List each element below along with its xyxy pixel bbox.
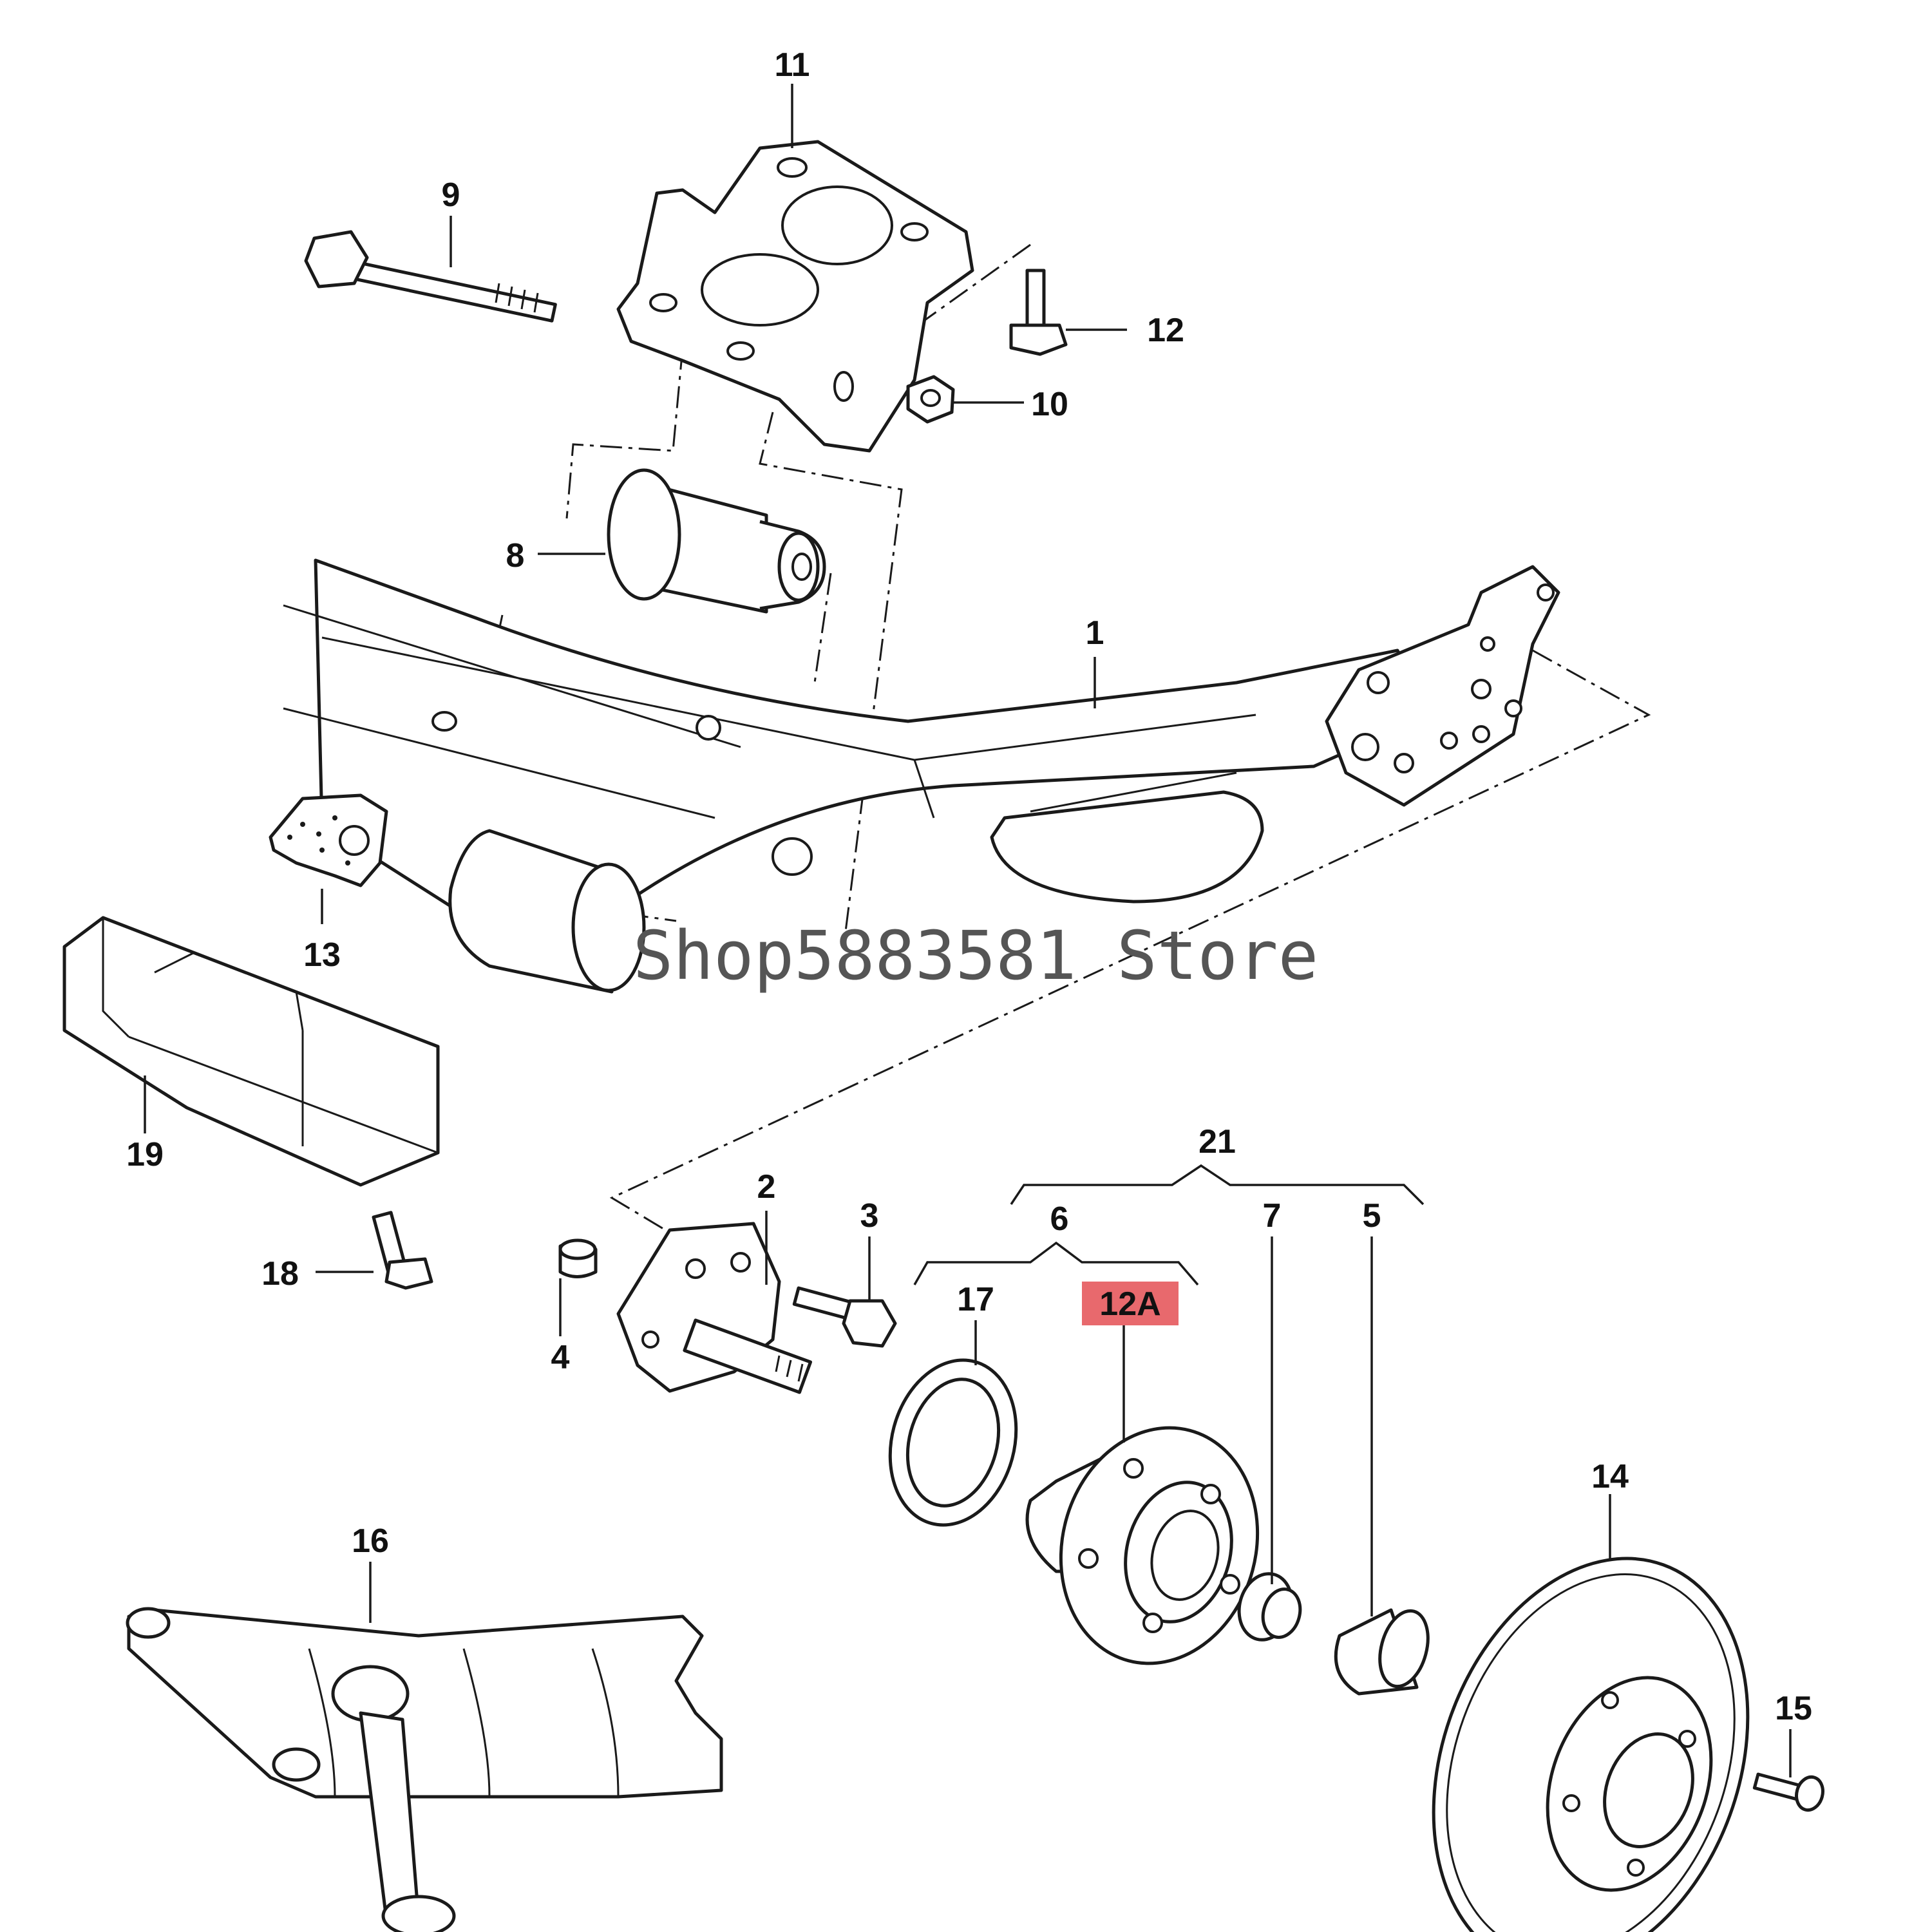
label-11: 11 bbox=[775, 46, 810, 84]
part-11-mounting-bracket bbox=[616, 140, 974, 453]
part-17-abs-tone-ring bbox=[888, 1358, 1018, 1527]
leader-lines bbox=[144, 84, 1792, 1777]
part-10-nut bbox=[906, 375, 955, 424]
part-13-bump-stop bbox=[269, 793, 388, 887]
label-2: 2 bbox=[757, 1168, 776, 1206]
part-12-bolt bbox=[1009, 269, 1068, 356]
label-12: 12 bbox=[1147, 312, 1184, 349]
part-labels: 11 9 12 10 8 1 13 19 2 3 18 4 6 21 7 5 1… bbox=[126, 46, 1812, 1727]
label-9: 9 bbox=[442, 176, 460, 214]
part-16-backing-plate bbox=[126, 1607, 723, 1932]
part-9-long-bolt bbox=[304, 230, 557, 323]
part-19-beam-cover bbox=[62, 916, 440, 1187]
label-15: 15 bbox=[1775, 1690, 1812, 1727]
label-14: 14 bbox=[1591, 1458, 1629, 1495]
label-6: 6 bbox=[1050, 1200, 1069, 1238]
store-watermark: Shop5883581 Store bbox=[633, 916, 1318, 995]
label-12a: 12A bbox=[1099, 1285, 1160, 1323]
part-15-disc-screw bbox=[1752, 1772, 1824, 1812]
label-18: 18 bbox=[261, 1255, 299, 1293]
label-12a-highlight bbox=[1082, 1282, 1179, 1325]
part-8-rubber-bushing bbox=[607, 468, 826, 614]
label-13: 13 bbox=[303, 936, 341, 974]
label-16: 16 bbox=[352, 1522, 389, 1560]
part-5-dust-cap bbox=[1334, 1608, 1430, 1696]
part-18-bolt bbox=[372, 1211, 433, 1290]
label-8: 8 bbox=[506, 537, 525, 574]
label-17: 17 bbox=[957, 1281, 994, 1318]
part-1-rear-axle-beam bbox=[283, 558, 1560, 994]
part-2-stub-axle bbox=[616, 1222, 813, 1394]
label-10: 10 bbox=[1031, 386, 1068, 423]
label-7: 7 bbox=[1263, 1197, 1282, 1235]
label-19: 19 bbox=[126, 1136, 164, 1173]
label-1: 1 bbox=[1086, 614, 1104, 652]
label-3: 3 bbox=[860, 1197, 879, 1235]
part-7-axle-nut bbox=[1237, 1572, 1302, 1642]
part-3-bolt bbox=[792, 1286, 897, 1348]
label-4: 4 bbox=[551, 1339, 570, 1376]
label-5: 5 bbox=[1363, 1197, 1381, 1235]
part-12a-wheel-hub bbox=[1025, 1426, 1260, 1665]
label-21: 21 bbox=[1198, 1123, 1236, 1160]
part-4-small-bush bbox=[558, 1238, 598, 1278]
part-14-brake-disc bbox=[1432, 1557, 1750, 1932]
